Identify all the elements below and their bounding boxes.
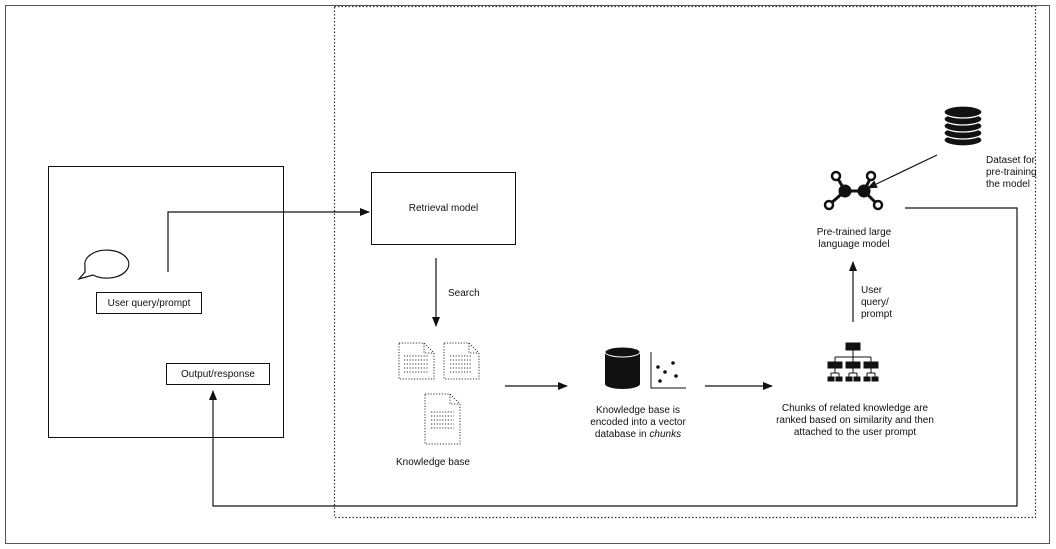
knowledge-base-label: Knowledge base xyxy=(396,457,470,468)
llm-label: Pre-trained large language model xyxy=(816,227,892,250)
chunks-label: Chunks of related knowledge are ranked b… xyxy=(776,403,934,438)
llm-network-icon xyxy=(823,170,884,211)
llm-to-output-arrow xyxy=(209,207,1018,507)
outer-frame xyxy=(5,5,1050,544)
dataset-stack-icon xyxy=(943,105,983,147)
user-panel xyxy=(48,166,284,438)
output-response-label: Output/response xyxy=(181,368,255,380)
query-arrow-label: User query/ prompt xyxy=(861,285,893,320)
vector-db-text: Knowledge base is encoded into a vector … xyxy=(590,405,686,440)
vector-database-icon xyxy=(604,346,641,389)
knowledge-base-documents-icon xyxy=(398,342,480,445)
vector-db-label: Knowledge base is encoded into a vector … xyxy=(588,405,688,441)
speech-bubble-icon xyxy=(77,249,130,281)
dataset-to-llm-arrow xyxy=(867,154,938,189)
output-response-box: Output/response xyxy=(166,363,270,385)
scatter-plot-icon xyxy=(650,352,686,389)
query-to-retrieval-arrow xyxy=(167,208,370,272)
rag-boundary-dotted xyxy=(333,5,1037,519)
ranked-chunks-hierarchy-icon xyxy=(827,342,879,382)
search-label: Search xyxy=(448,288,480,299)
user-query-box: User query/prompt xyxy=(96,292,202,314)
vector-db-text-emphasis: chunks xyxy=(649,429,682,440)
user-query-label: User query/prompt xyxy=(107,297,191,309)
dataset-label: Dataset for pre-training the model xyxy=(986,155,1037,190)
retrieval-model-label: Retrieval model xyxy=(408,203,479,214)
retrieval-model-box: Retrieval model xyxy=(371,172,516,245)
